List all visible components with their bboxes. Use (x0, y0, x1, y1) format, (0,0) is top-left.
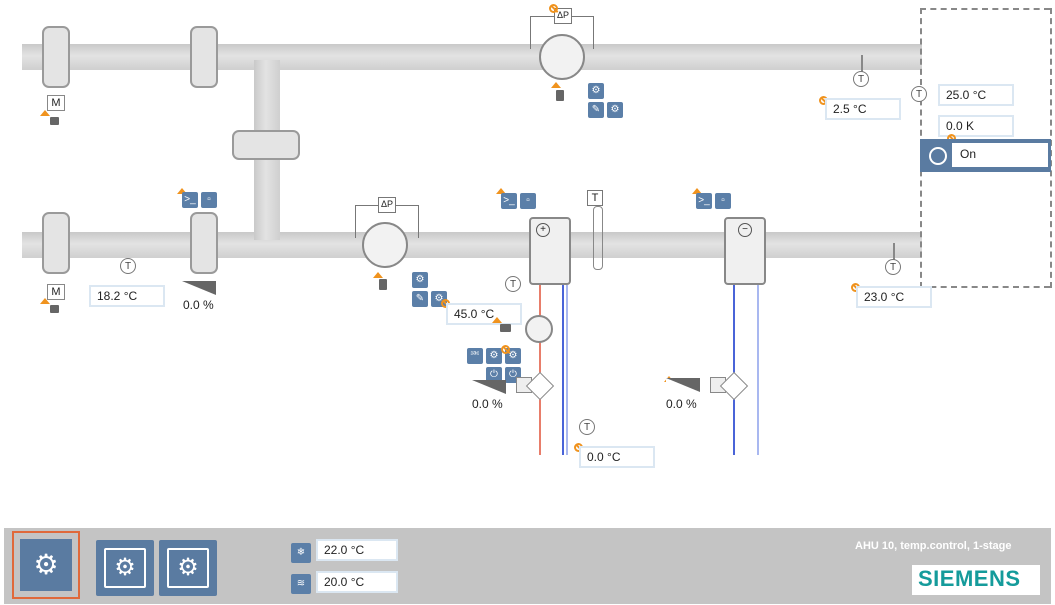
pressure-icon-bottom: ΔP (378, 197, 396, 213)
gear-icon: ⚙ (167, 548, 209, 588)
heating-setpoint-icon: ≋ (291, 574, 311, 594)
override-block-icon (50, 305, 59, 313)
siemens-logo (912, 565, 1040, 595)
cooling-return-pipe (757, 285, 759, 455)
extract-damper-position: 0.0 % (183, 298, 214, 312)
supply-temp-value[interactable]: 25.0 °C (938, 84, 1014, 106)
settings-icon[interactable]: ⚙ (412, 272, 428, 288)
mixing-damper[interactable] (232, 130, 300, 160)
sensor-stem (893, 243, 895, 261)
pressure-icon-top: ΔP (554, 8, 572, 24)
damper-ramp-icon (182, 281, 216, 295)
override-arrow-icon (496, 188, 506, 194)
override-arrow-icon (40, 298, 50, 304)
supply-temp-sensor-icon: T (911, 86, 927, 102)
settings-icon[interactable]: ⚙ (607, 102, 623, 118)
extract-temp-sensor-icon: T (120, 258, 136, 274)
frost-capillary (593, 206, 603, 270)
coil-temp-sensor-icon: T (505, 276, 521, 292)
supply-duct-top (22, 44, 922, 70)
fan-pressure-value[interactable]: 45.0 °C (446, 303, 522, 325)
settings-button-2[interactable]: ⚙ (159, 540, 217, 596)
terminal-icon[interactable]: >_ (182, 192, 198, 208)
override-arrow-icon (373, 272, 383, 278)
motor-icon-top: M (47, 95, 65, 111)
frost-temp-sensor-icon: T (579, 419, 595, 435)
supply-fan[interactable] (539, 34, 585, 80)
outdoor-temp-sensor-icon: T (853, 71, 869, 87)
cooling-coil-minus-icon: − (738, 223, 752, 237)
valve-ramp-icon (666, 378, 700, 392)
cooling-setpoint-value[interactable]: 22.0 °C (316, 539, 398, 561)
terminal-icon[interactable]: >_ (501, 193, 517, 209)
settings-button-1[interactable]: ⚙ (96, 540, 154, 596)
power-icon[interactable] (929, 147, 947, 165)
hot-pipe (539, 285, 541, 455)
pulse-icon[interactable]: ⎃ (467, 348, 483, 364)
extract-duct-bottom (22, 232, 922, 258)
override-arrow-icon (40, 110, 50, 116)
plant-overview-icon: ⚙ (20, 539, 72, 591)
plant-name: AHU 10, temp.control, 1-stage (855, 540, 1012, 552)
recirc-damper-top[interactable] (190, 26, 218, 88)
override-block-icon (379, 279, 387, 290)
room-panel-right-edge (1048, 8, 1052, 288)
outdoor-damper-bottom[interactable] (42, 212, 70, 274)
terminal-icon[interactable]: >_ (696, 193, 712, 209)
settings-icon[interactable]: ⚙ (486, 348, 502, 364)
cooling-setpoint-icon: ❄ (291, 543, 311, 563)
heating-coil-plus-icon: + (536, 223, 550, 237)
override-arrow-icon (692, 188, 702, 194)
heating-valve-position: 0.0 % (472, 397, 503, 411)
override-block-icon (500, 324, 511, 332)
room-temp-sensor-icon: T (885, 259, 901, 275)
cold-return-pipe-light (566, 285, 568, 455)
frost-temp-value[interactable]: 0.0 °C (579, 446, 655, 468)
valve-ramp-icon (472, 380, 506, 394)
cooling-valve-position: 0.0 % (666, 397, 697, 411)
power-icon[interactable]: ⏻ (486, 367, 502, 383)
extract-temp-value[interactable]: 18.2 °C (89, 285, 165, 307)
brand-text: SIEMENS (918, 566, 1021, 591)
disabled-icon (501, 345, 510, 354)
disabled-icon (549, 4, 558, 13)
motor-icon-bottom: M (47, 284, 65, 300)
override-arrow-icon (492, 317, 502, 323)
cooling-supply-pipe (733, 285, 735, 455)
supply-diff-value[interactable]: 0.0 K (938, 115, 1014, 137)
override-block-icon (556, 90, 564, 101)
console-icon[interactable]: ▫ (520, 193, 536, 209)
override-arrow-icon (177, 188, 187, 194)
heating-pump[interactable] (525, 315, 553, 343)
extract-fan[interactable] (362, 222, 408, 268)
room-temp-value[interactable]: 23.0 °C (856, 286, 932, 308)
outdoor-damper-top[interactable] (42, 26, 70, 88)
gear-icon: ⚙ (104, 548, 146, 588)
cold-return-pipe (562, 285, 564, 455)
outdoor-temp-value[interactable]: 2.5 °C (825, 98, 901, 120)
plant-state-value[interactable]: On (952, 143, 1048, 167)
edit-icon[interactable]: ✎ (412, 291, 428, 307)
frost-thermostat-icon: T (587, 190, 603, 206)
override-arrow-icon (551, 82, 561, 88)
sensor-stem (861, 55, 863, 73)
settings-icon[interactable]: ⚙ (588, 83, 604, 99)
edit-icon[interactable]: ✎ (588, 102, 604, 118)
console-icon[interactable]: ▫ (201, 192, 217, 208)
plant-overview-button[interactable]: ⚙ (12, 531, 80, 599)
heating-setpoint-value[interactable]: 20.0 °C (316, 571, 398, 593)
override-block-icon (50, 117, 59, 125)
console-icon[interactable]: ▫ (715, 193, 731, 209)
exhaust-damper-bottom[interactable] (190, 212, 218, 274)
